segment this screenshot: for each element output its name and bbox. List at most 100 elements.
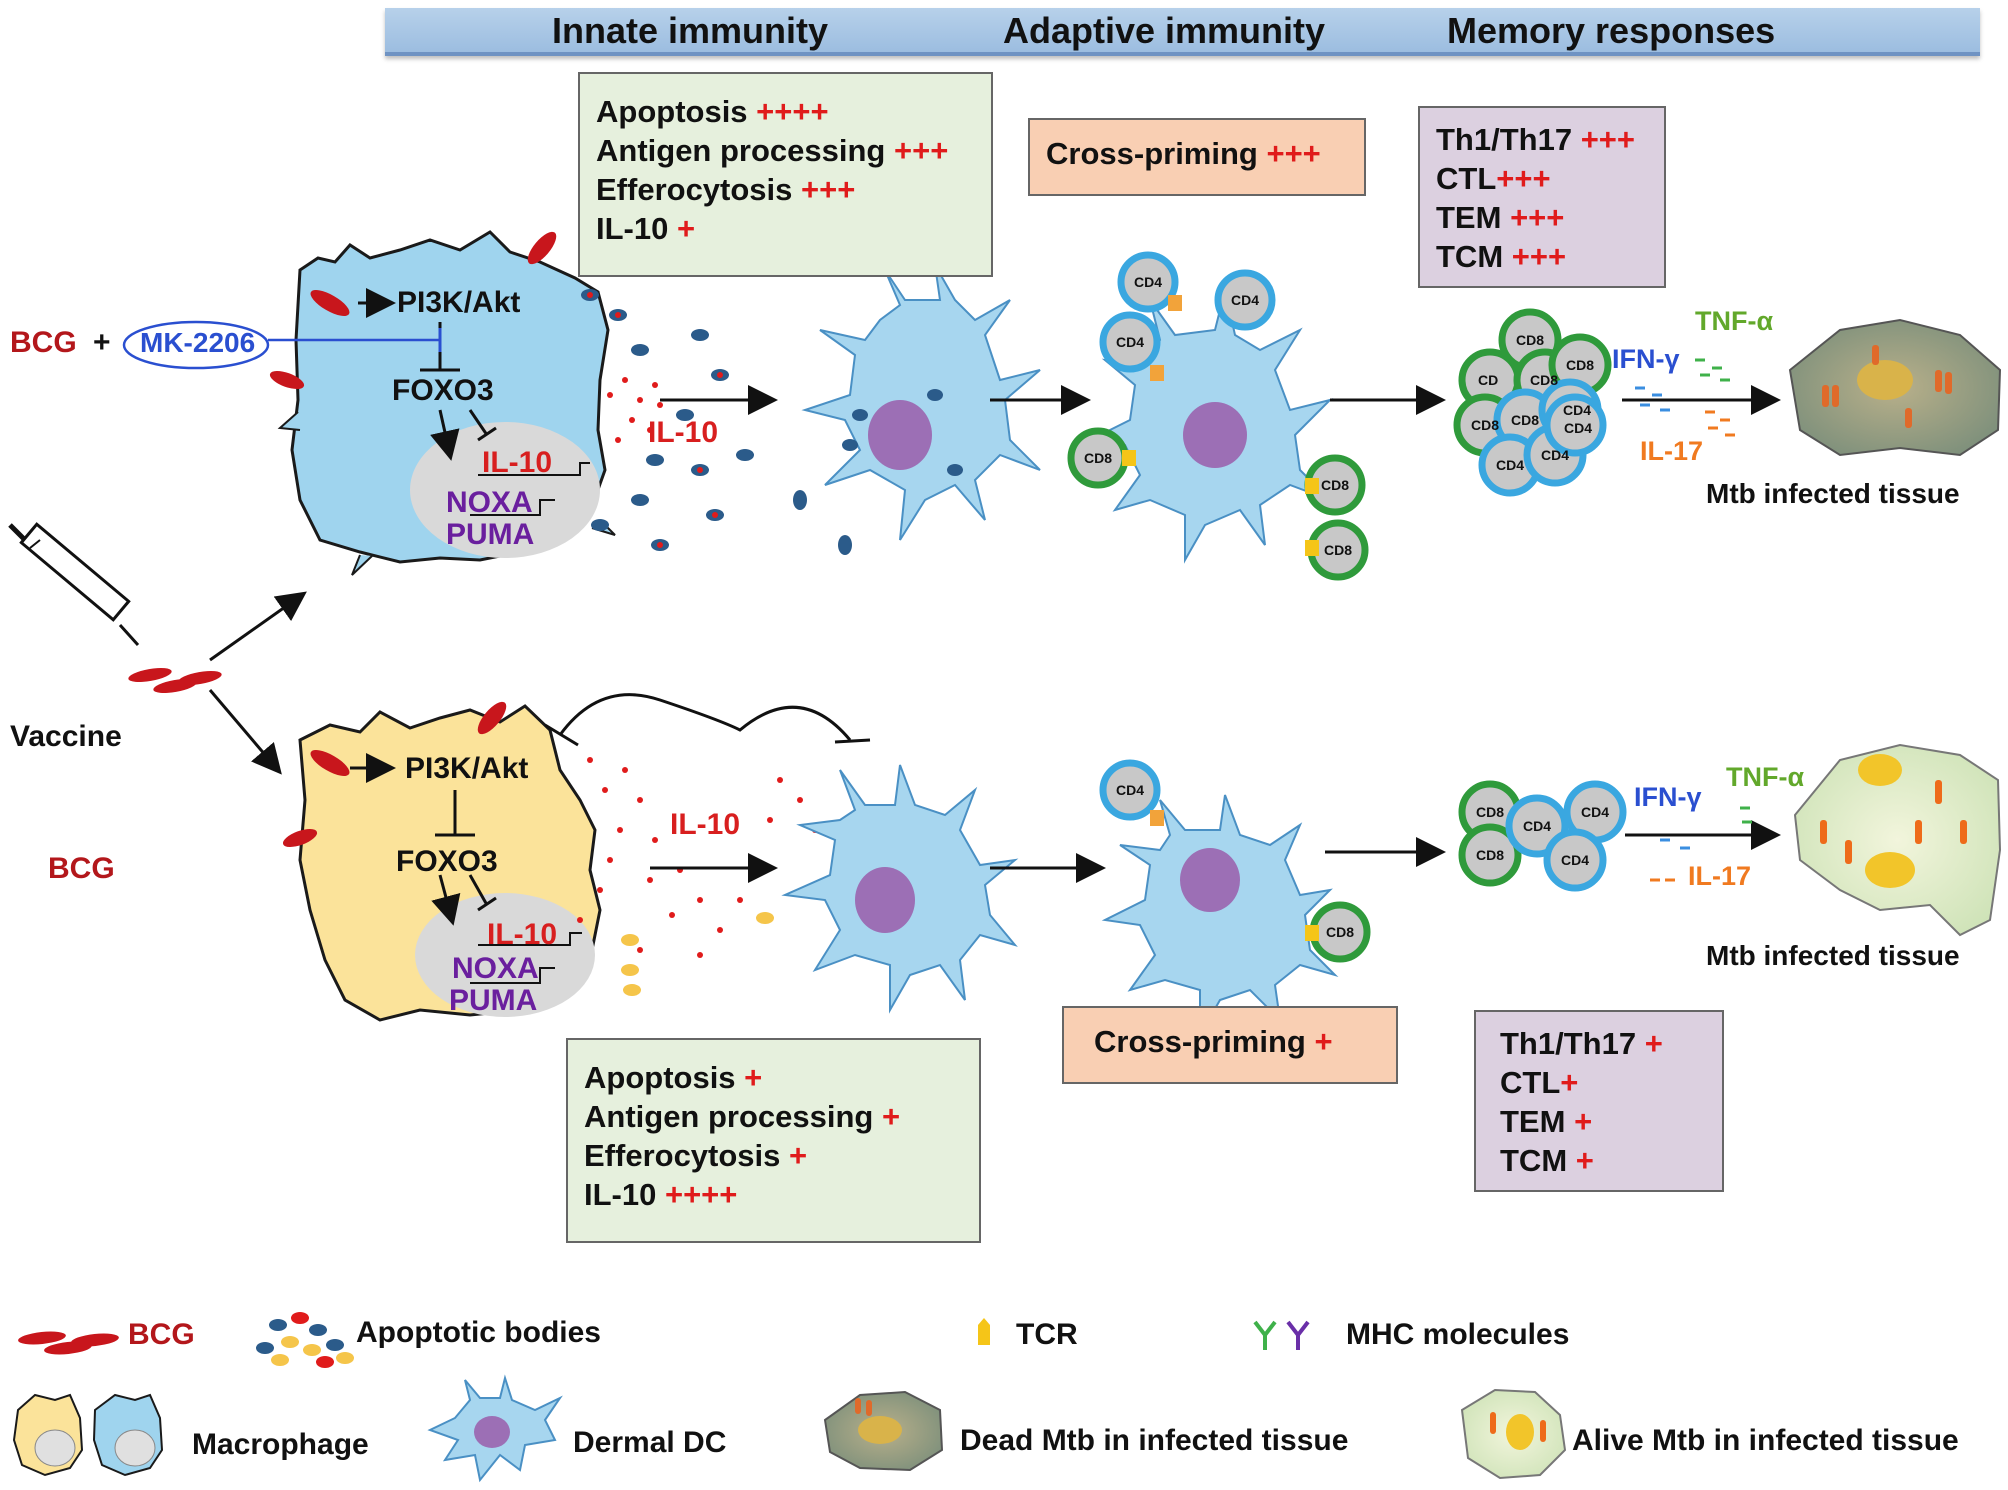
tnf-alpha-label-top: TNF-α (1695, 306, 1774, 336)
innate-item-top: Antigen processing +++ (596, 133, 949, 168)
cd4-cell-label: CD4 (1231, 292, 1260, 308)
header-memory-responses: Memory responses (1447, 10, 1776, 51)
legend-macrophage-icon (12, 1393, 164, 1477)
legend-bcg-label: BCG (128, 1318, 195, 1351)
mk2206-inhibitor-label: MK-2206 (140, 327, 256, 358)
innate-effects-box-top: Apoptosis ++++ Antigen processing +++ Ef… (578, 72, 993, 277)
cross-priming-box-bottom: Cross-priming + (1062, 1006, 1398, 1084)
memory-item-top: CTL+++ (1436, 161, 1551, 196)
alive-mtb-tissue-bottom (1793, 743, 2002, 937)
cd8-cell-label: CD8 (1566, 357, 1595, 373)
legend-macrophage-label: Macrophage (192, 1428, 369, 1461)
il17-label-top: IL-17 (1640, 436, 1704, 466)
header-adaptive-immunity: Adaptive immunity (1003, 10, 1326, 51)
innate-item-bottom: Efferocytosis + (584, 1138, 808, 1173)
cd4-cell-label: CD4 (1561, 852, 1590, 868)
cytokine-dashes-top (1635, 358, 1735, 437)
memory-item-bottom: Th1/Th17 + (1500, 1026, 1663, 1061)
cd8-cell-label: CD8 (1516, 332, 1545, 348)
legend-dermal-dc-label: Dermal DC (573, 1426, 727, 1459)
memory-item-top: Th1/Th17 +++ (1436, 122, 1636, 157)
il10-gene-label-top: IL-10 (482, 446, 553, 479)
noxa-label-bottom: NOXA (452, 952, 539, 985)
foxo3-label-bottom: FOXO3 (396, 845, 498, 878)
cd4-cell-label: CD4 (1134, 274, 1163, 290)
cd4-cell-label: CD4 (1564, 420, 1593, 436)
il17-label-bottom: IL-17 (1688, 861, 1752, 891)
cd8-cell-label: CD8 (1511, 412, 1540, 428)
innate-item-top: IL-10 + (596, 211, 696, 246)
il10-dots-top (607, 377, 663, 443)
cd-partial-cell-label: CD (1478, 372, 1499, 388)
mtb-infected-tissue-label-bottom: Mtb infected tissue (1706, 940, 1960, 971)
legend-mhc-icon (1253, 1320, 1310, 1350)
bcg-bacilli-vaccine (128, 667, 222, 694)
bcg-label-bottom: BCG (48, 852, 115, 885)
cytokine-dashes-bottom (1650, 806, 1752, 882)
cd4-cell-label: CD4 (1116, 782, 1145, 798)
cd4-cell-label: CD4 (1523, 818, 1552, 834)
memory-item-bottom: TCM + (1500, 1143, 1594, 1178)
il10-dots-bottom (577, 757, 818, 958)
bcg-bacilli-top (269, 231, 557, 390)
cd8-cell-label: CD8 (1326, 924, 1355, 940)
apoptotic-bodies-bottom (621, 912, 774, 996)
cd4-cell-label: CD4 (1541, 447, 1570, 463)
legend-apoptotic-bodies-icon (256, 1312, 354, 1368)
innate-item-bottom: Antigen processing + (584, 1099, 901, 1134)
header-innate-immunity: Innate immunity (552, 10, 829, 51)
cd8-cell-label: CD8 (1530, 372, 1559, 388)
legend-dead-mtb-label: Dead Mtb in infected tissue (960, 1424, 1349, 1457)
legend-alive-mtb-label: Alive Mtb in infected tissue (1572, 1424, 1959, 1457)
memory-item-bottom: CTL+ (1500, 1065, 1579, 1100)
memory-cell-cluster-top (1453, 308, 1612, 497)
cd4-cell-label: CD4 (1496, 457, 1525, 473)
puma-label-bottom: PUMA (449, 984, 538, 1017)
innate-effects-box-bottom: Apoptosis + Antigen processing + Efferoc… (566, 1038, 981, 1243)
cross-priming-box-top: Cross-priming +++ (1028, 118, 1366, 196)
cd8-cell-label: CD8 (1476, 847, 1505, 863)
bcg-label-top: BCG (10, 326, 77, 359)
vaccine-label: Vaccine (10, 720, 122, 753)
innate-item-bottom: IL-10 ++++ (584, 1177, 738, 1212)
pi3k-akt-label-bottom: PI3K/Akt (405, 752, 529, 785)
puma-label-top: PUMA (446, 518, 535, 551)
memory-item-bottom: TEM + (1500, 1104, 1593, 1139)
legend-bcg-icon (18, 1331, 119, 1355)
memory-item-top: TEM +++ (1436, 200, 1565, 235)
il10-secreted-label-top: IL-10 (648, 416, 719, 449)
cd4-cell-label: CD4 (1116, 334, 1145, 350)
bcg-bacilli-bottom (282, 701, 507, 848)
legend-tcr-label: TCR (1016, 1318, 1078, 1351)
memory-effects-box-top: Th1/Th17 +++ CTL+++ TEM +++ TCM +++ (1418, 106, 1666, 288)
memory-cell-cluster-bottom (1458, 780, 1627, 892)
legend-apoptotic-bodies-label: Apoptotic bodies (356, 1316, 601, 1349)
legend-tcr-icon (978, 1318, 990, 1345)
plus-sign: + (93, 326, 111, 359)
pi3k-akt-label-top: PI3K/Akt (397, 286, 521, 319)
il10-secreted-label-bottom: IL-10 (670, 808, 741, 841)
legend-alive-mtb-icon (1460, 1388, 1567, 1480)
cd8-cell-label: CD8 (1476, 804, 1505, 820)
legend-dead-mtb-icon (823, 1390, 944, 1472)
innate-item-bottom: Apoptosis + (584, 1060, 763, 1095)
noxa-label-top: NOXA (446, 486, 533, 519)
innate-item-top: Apoptosis ++++ (596, 94, 829, 129)
cd4-cell-label: CD4 (1581, 804, 1610, 820)
cd8-cell-label: CD8 (1471, 417, 1500, 433)
foxo3-label-top: FOXO3 (392, 374, 494, 407)
dead-mtb-tissue-top (1788, 318, 2002, 457)
dermal-dc-top (793, 264, 1041, 555)
ifn-gamma-label-bottom: IFN-γ (1634, 782, 1702, 812)
phase-header-bar (385, 8, 1980, 56)
cross-priming-level: + (1314, 1024, 1333, 1059)
dermal-dc-bottom (781, 764, 1019, 1014)
cd8-cell-label: CD8 (1321, 477, 1350, 493)
cross-priming-label: Cross-priming (1094, 1024, 1315, 1059)
cd4-cell-label: CD4 (1563, 402, 1592, 418)
cd8-cell-label: CD8 (1324, 542, 1353, 558)
innate-item-top: Efferocytosis +++ (596, 172, 856, 207)
ifn-gamma-label-top: IFN-γ (1612, 344, 1680, 374)
il10-gene-label-bottom: IL-10 (487, 918, 558, 951)
